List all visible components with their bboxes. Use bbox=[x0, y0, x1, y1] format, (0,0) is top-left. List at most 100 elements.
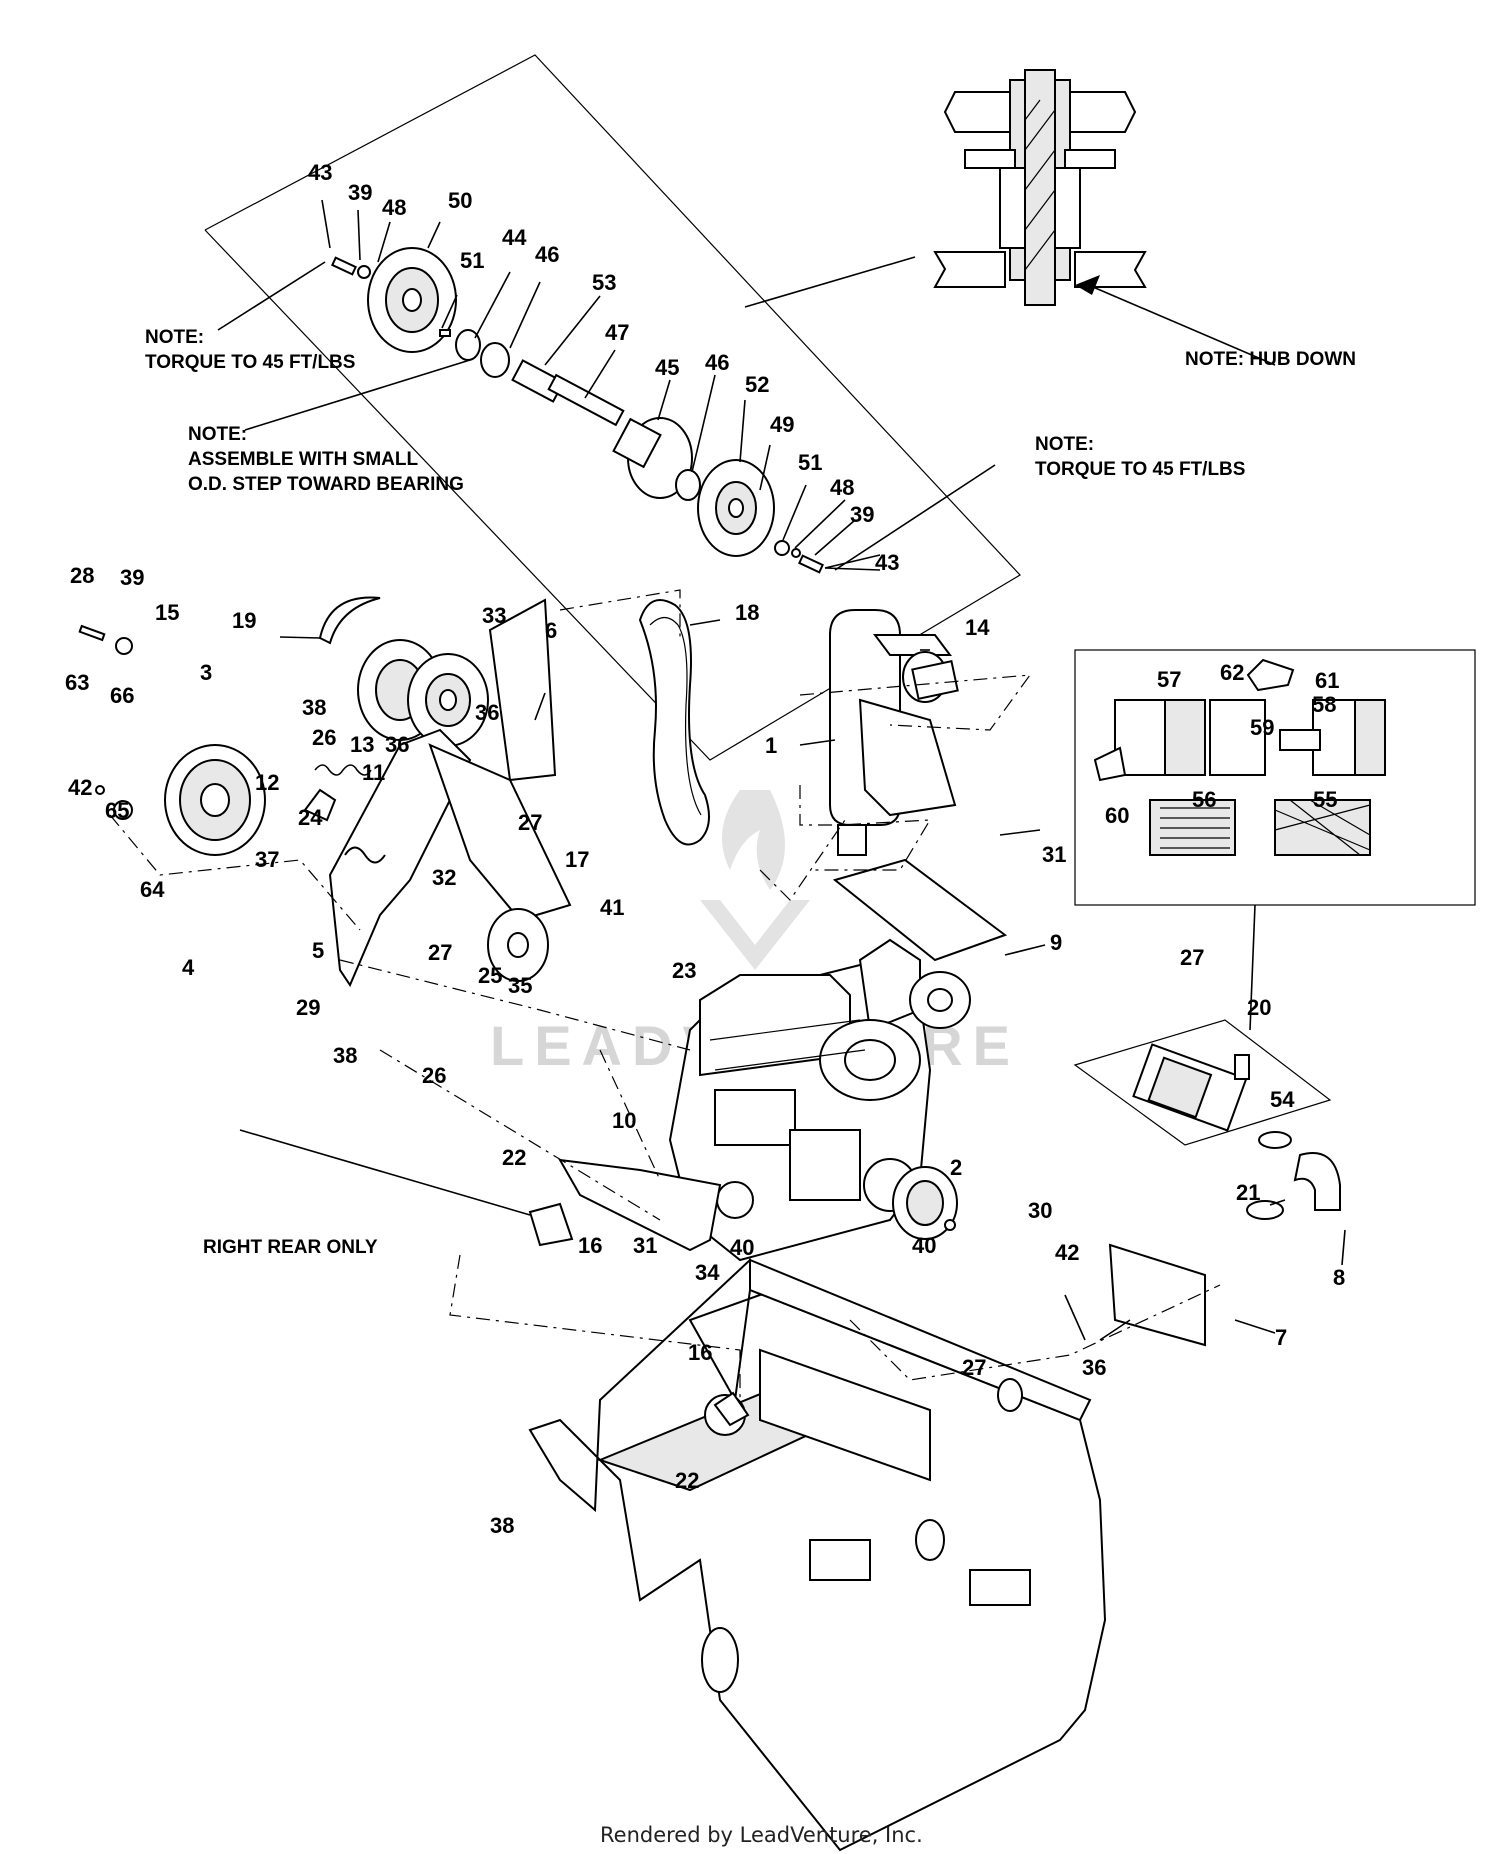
callout-28: 28 bbox=[70, 563, 94, 588]
callout-55: 55 bbox=[1313, 787, 1337, 812]
hub-section-detail bbox=[933, 69, 1147, 306]
callout-27d: 27 bbox=[962, 1355, 986, 1380]
callout-16: 16 bbox=[578, 1233, 602, 1258]
callout-65: 65 bbox=[105, 798, 129, 823]
muffler-1 bbox=[829, 609, 959, 856]
callout-5: 5 bbox=[312, 938, 324, 963]
callout-59: 59 bbox=[1250, 715, 1274, 740]
pulley-stack bbox=[357, 639, 489, 747]
callout-44: 44 bbox=[502, 225, 527, 250]
callout-26: 26 bbox=[312, 725, 336, 750]
spindle-parts bbox=[331, 247, 824, 574]
callout-24: 24 bbox=[298, 805, 323, 830]
belts bbox=[318, 596, 710, 846]
notes: NOTE: TORQUE TO 45 FT/LBS NOTE: ASSEMBLE… bbox=[145, 327, 1356, 1258]
callout-26b: 26 bbox=[422, 1063, 446, 1088]
callout-10: 10 bbox=[612, 1108, 636, 1133]
callouts: 43 39 48 50 51 44 46 53 47 45 46 52 49 5… bbox=[65, 160, 1345, 1538]
callout-29: 29 bbox=[296, 995, 320, 1020]
note-torque-left-text: TORQUE TO 45 FT/LBS bbox=[145, 352, 355, 373]
belt-19 bbox=[318, 596, 381, 645]
callout-49: 49 bbox=[770, 412, 794, 437]
footer-credit: Rendered by LeadVenture, Inc. bbox=[600, 1823, 923, 1847]
callout-64: 64 bbox=[140, 877, 165, 902]
callout-39: 39 bbox=[348, 180, 372, 205]
note-assemble-heading: NOTE: bbox=[188, 424, 247, 445]
callout-25: 25 bbox=[478, 963, 502, 988]
callout-14: 14 bbox=[965, 615, 990, 640]
bracket-10 bbox=[558, 1158, 722, 1252]
callout-51: 51 bbox=[460, 248, 484, 273]
callout-42b: 42 bbox=[1055, 1240, 1079, 1265]
chassis-frame bbox=[528, 1258, 1107, 1852]
bearing-46 bbox=[480, 342, 510, 378]
callout-40: 40 bbox=[912, 1233, 936, 1258]
tension-arm bbox=[303, 728, 572, 988]
note-torque-right-heading: NOTE: bbox=[1035, 434, 1094, 455]
callout-61: 61 bbox=[1315, 668, 1339, 693]
callout-18: 18 bbox=[735, 600, 759, 625]
callout-22b: 22 bbox=[675, 1468, 699, 1493]
note-hub-down: NOTE: HUB DOWN bbox=[1185, 349, 1356, 370]
callout-27b: 27 bbox=[428, 940, 452, 965]
callout-3: 3 bbox=[200, 660, 212, 685]
callout-31b: 31 bbox=[633, 1233, 657, 1258]
belt-18 bbox=[638, 599, 710, 846]
callout-46: 46 bbox=[535, 242, 559, 267]
note-right-rear-only: RIGHT REAR ONLY bbox=[203, 1237, 378, 1258]
callout-12: 12 bbox=[255, 770, 279, 795]
callout-9: 9 bbox=[1050, 930, 1062, 955]
callout-27c: 27 bbox=[1180, 945, 1204, 970]
isolator-16b bbox=[713, 1391, 750, 1427]
callout-58: 58 bbox=[1312, 692, 1336, 717]
callout-62: 62 bbox=[1220, 660, 1244, 685]
callout-51b: 51 bbox=[798, 450, 822, 475]
callout-31: 31 bbox=[1042, 842, 1066, 867]
air-cleaner-20 bbox=[1073, 1019, 1341, 1220]
callout-1: 1 bbox=[765, 733, 777, 758]
note-torque-left-heading: NOTE: bbox=[145, 327, 204, 348]
callout-63: 63 bbox=[65, 670, 89, 695]
pulley-2 bbox=[892, 1166, 958, 1240]
bracket-7 bbox=[1108, 1243, 1206, 1347]
callout-37: 37 bbox=[255, 847, 279, 872]
spring-13 bbox=[314, 764, 372, 776]
callout-60: 60 bbox=[1105, 803, 1129, 828]
callout-38c: 38 bbox=[490, 1513, 514, 1538]
callout-45: 45 bbox=[655, 355, 679, 380]
callout-30: 30 bbox=[1028, 1198, 1052, 1223]
callout-39b: 39 bbox=[850, 502, 874, 527]
callout-54: 54 bbox=[1270, 1087, 1295, 1112]
callout-7: 7 bbox=[1275, 1325, 1287, 1350]
callout-47: 47 bbox=[605, 320, 629, 345]
isolator-16 bbox=[528, 1202, 574, 1247]
callout-4: 4 bbox=[182, 955, 195, 980]
callout-57: 57 bbox=[1157, 667, 1181, 692]
spindle-exploded-box bbox=[204, 54, 1021, 761]
callout-27: 27 bbox=[518, 810, 542, 835]
callout-36: 36 bbox=[475, 700, 499, 725]
callout-56: 56 bbox=[1192, 787, 1216, 812]
callout-38: 38 bbox=[302, 695, 326, 720]
note-torque-right-text: TORQUE TO 45 FT/LBS bbox=[1035, 459, 1245, 480]
leader-hub-down bbox=[1092, 286, 1276, 366]
note-assemble-line1: ASSEMBLE WITH SMALL bbox=[188, 449, 418, 470]
callout-52: 52 bbox=[745, 372, 769, 397]
callout-2: 2 bbox=[950, 1155, 962, 1180]
callout-11: 11 bbox=[362, 760, 385, 785]
bearing-46b bbox=[675, 469, 701, 501]
callout-36c: 36 bbox=[1082, 1355, 1106, 1380]
callout-34: 34 bbox=[695, 1260, 720, 1285]
callout-19: 19 bbox=[232, 608, 256, 633]
leader-hub-detail bbox=[744, 256, 916, 308]
callout-48: 48 bbox=[382, 195, 406, 220]
callout-22: 22 bbox=[502, 1145, 526, 1170]
callout-17: 17 bbox=[565, 847, 589, 872]
callout-66: 66 bbox=[110, 683, 134, 708]
assembly-lines bbox=[109, 589, 1221, 1400]
engine bbox=[668, 938, 971, 1262]
air-filter-box bbox=[1074, 649, 1476, 906]
callout-8: 8 bbox=[1333, 1265, 1345, 1290]
callout-50: 50 bbox=[448, 188, 472, 213]
